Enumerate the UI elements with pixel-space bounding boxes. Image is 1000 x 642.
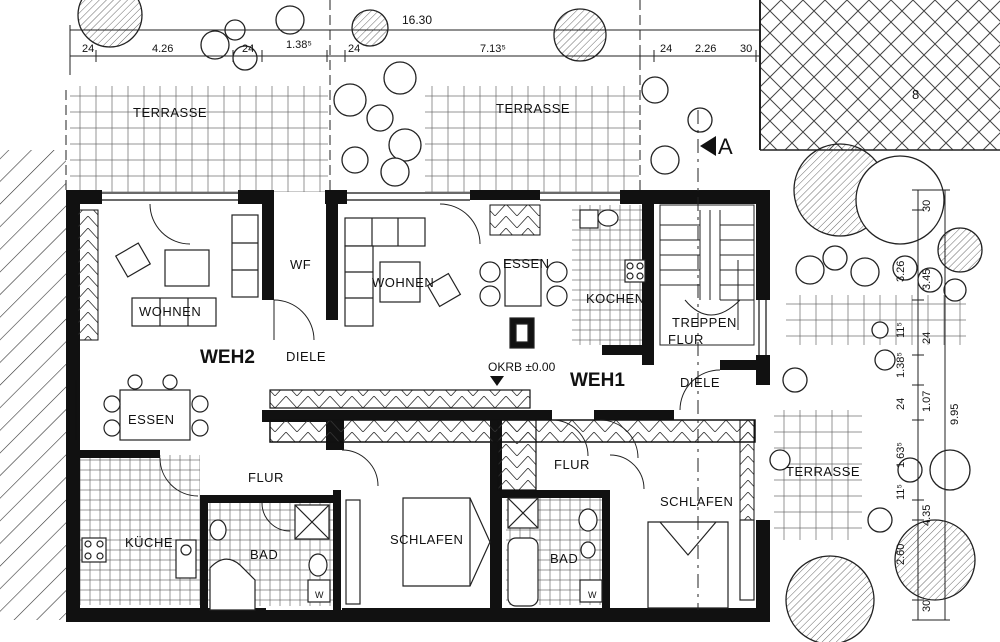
dim-total: 16.30 [402,13,433,27]
terrasse-right-label: TERRASSE [786,464,861,479]
dim-top-5: 24 [348,43,361,55]
terrasse-mid-label: TERRASSE [496,101,571,116]
essen-mid-label: ESSEN [503,256,550,271]
dim-top-8: 2.26 [695,43,717,55]
dim-right-5: 24 [921,331,933,344]
diele-right-label: DIELE [680,375,721,390]
level-marker [490,376,504,386]
flur-right-label: FLUR [554,457,590,472]
dim-top-9: 30 [740,43,753,55]
dim-right-12: 4.35 [921,504,933,526]
essen-left-label: ESSEN [128,412,175,427]
section-marker-label: A [718,134,733,159]
wc-label-2: W [588,590,597,600]
dim-right-3: 3.45 [921,268,933,290]
terrace-mid [425,86,639,192]
staircase [659,204,755,346]
kueche-label: KÜCHE [125,535,174,550]
outer-walls [66,190,770,622]
dim-right-6: 1.38⁵ [895,352,907,378]
terrace-left [70,86,328,192]
plot-number-label: 8 [912,87,920,102]
wf-label: WF [290,257,312,272]
terrasse-left-label: TERRASSE [133,105,208,120]
treppen-label: TREPPEN [672,315,737,330]
door-swings [149,203,721,532]
section-arrow [700,136,716,156]
inner-walls [80,195,770,610]
bad-right-label: BAD [550,551,579,566]
dim-right-2: 3.26 [895,260,907,282]
unit-weh1-label: WEH1 [570,370,625,391]
dim-right-9: 9.95 [949,403,961,425]
kitchen-tiles-left [80,455,200,605]
dim-top-4: 1.38⁵ [286,39,312,51]
wohnen-mid-label: WOHNEN [372,275,435,290]
dim-right-13: 2.60 [895,543,907,565]
dim-right-4: 11⁵ [895,322,907,338]
dim-right-1: 30 [921,199,933,212]
dim-right-11: 11⁵ [895,484,907,500]
dim-right-7: 24 [895,397,907,410]
schlafen-right-label: SCHLAFEN [660,494,734,509]
dim-right-14: 30 [921,599,933,612]
dim-top-1: 24 [82,43,95,55]
level-label: OKRB ±0.00 [488,360,556,374]
dim-top-7: 24 [660,43,673,55]
kochen-label: KOCHEN [586,291,645,306]
dim-top-2: 4.26 [152,43,174,55]
wohnen-left-label: WOHNEN [139,304,202,319]
bad-left-label: BAD [250,547,279,562]
plot-8-lattice [760,0,1000,150]
dim-right-8: 1.07 [921,390,933,412]
terrace-right [774,410,862,540]
dim-top-3: 24 [242,43,255,55]
schlafen-mid-label: SCHLAFEN [390,532,464,547]
dim-top-6: 7.13⁵ [480,43,506,55]
diele-left-label: DIELE [286,349,327,364]
furniture [81,209,755,611]
flur-left-label: FLUR [248,470,284,485]
flur-stair-label: FLUR [668,332,704,347]
dimension-lines [65,0,950,621]
wc-label-1: W [315,590,324,600]
unit-weh2-label: WEH2 [200,347,255,368]
dim-right-10: 1.63⁵ [895,442,907,468]
neighbour-hatch-left [0,150,66,620]
trees [77,0,983,642]
